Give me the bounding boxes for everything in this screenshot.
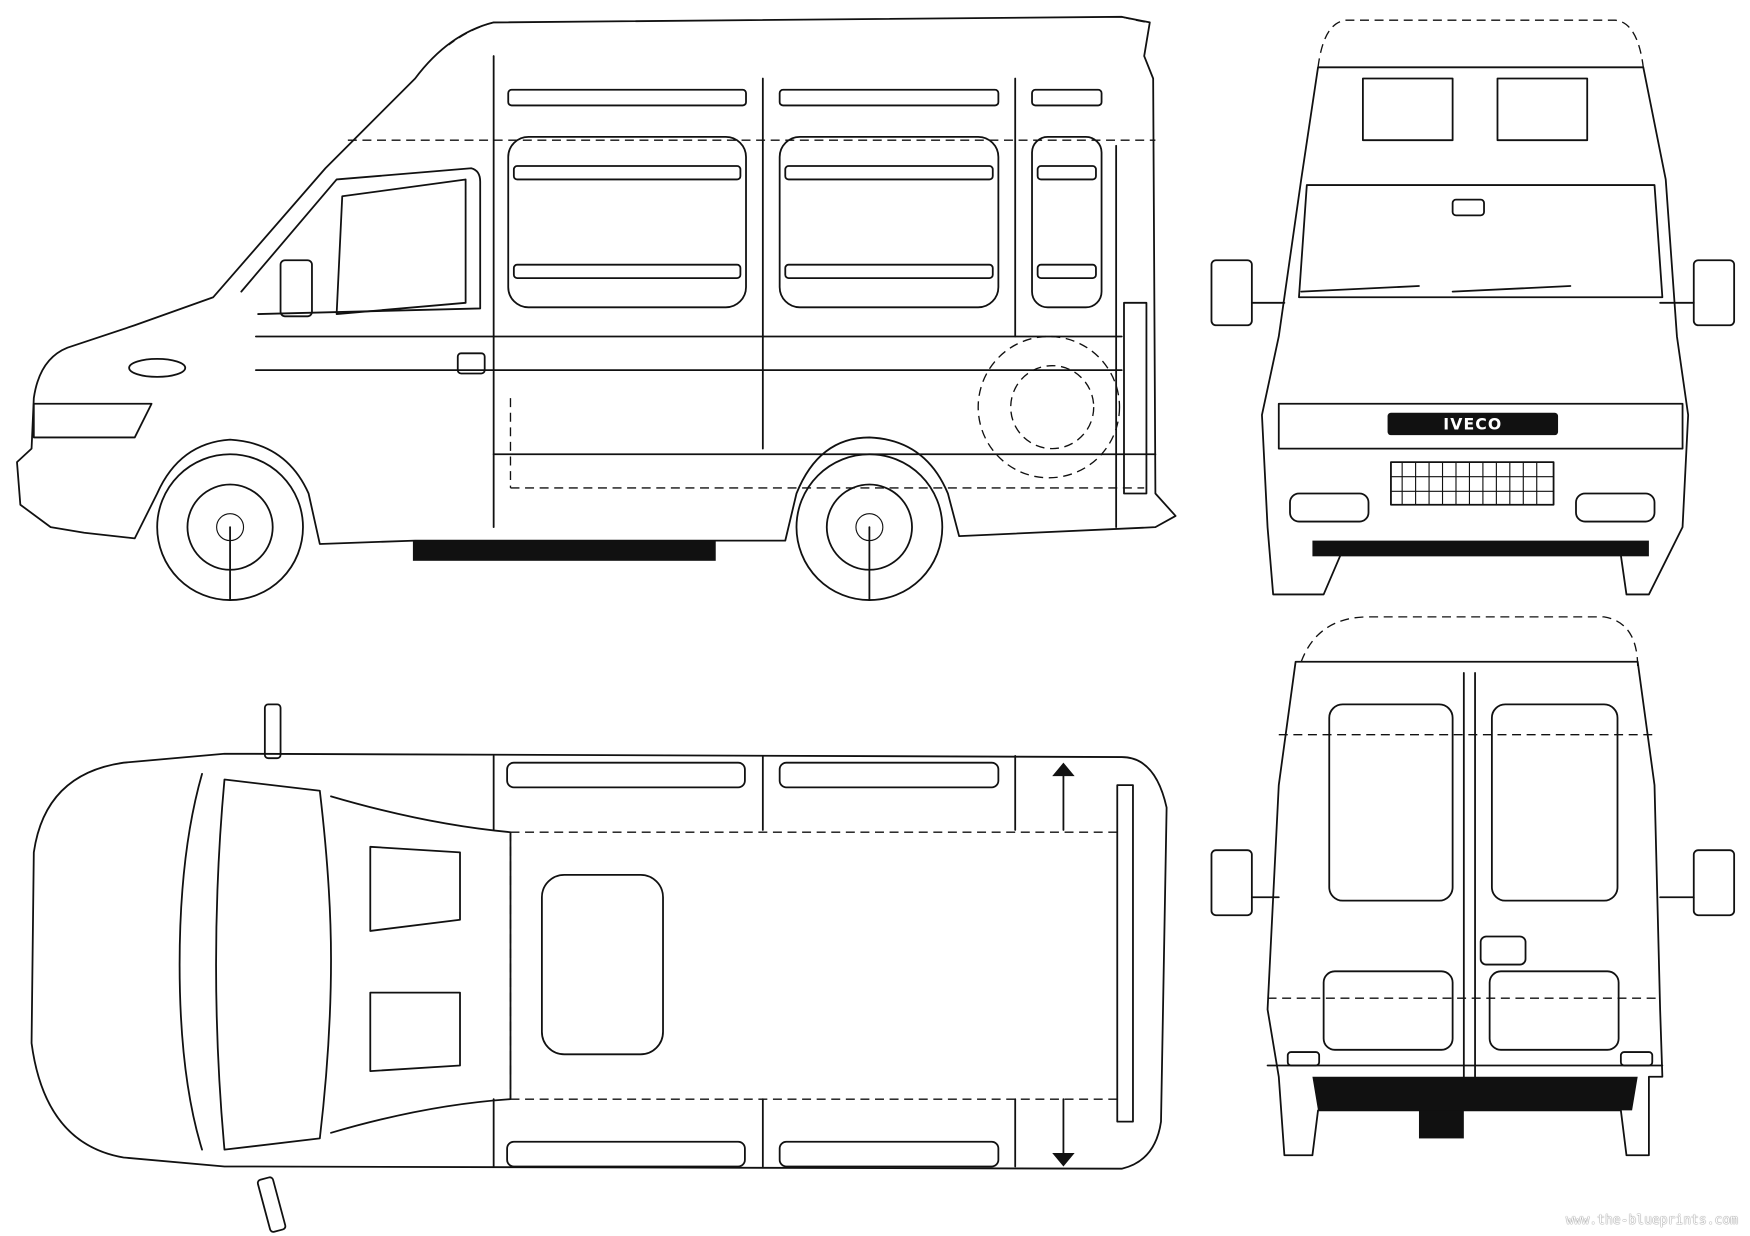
side-view bbox=[16, 15, 1177, 601]
iveco-badge: IVECO bbox=[1443, 415, 1502, 434]
top-view bbox=[30, 703, 1168, 1233]
watermark: www.the-blueprints.com bbox=[1565, 1213, 1738, 1228]
front-view: IVECO bbox=[1210, 19, 1736, 596]
rear-view bbox=[1210, 616, 1736, 1157]
